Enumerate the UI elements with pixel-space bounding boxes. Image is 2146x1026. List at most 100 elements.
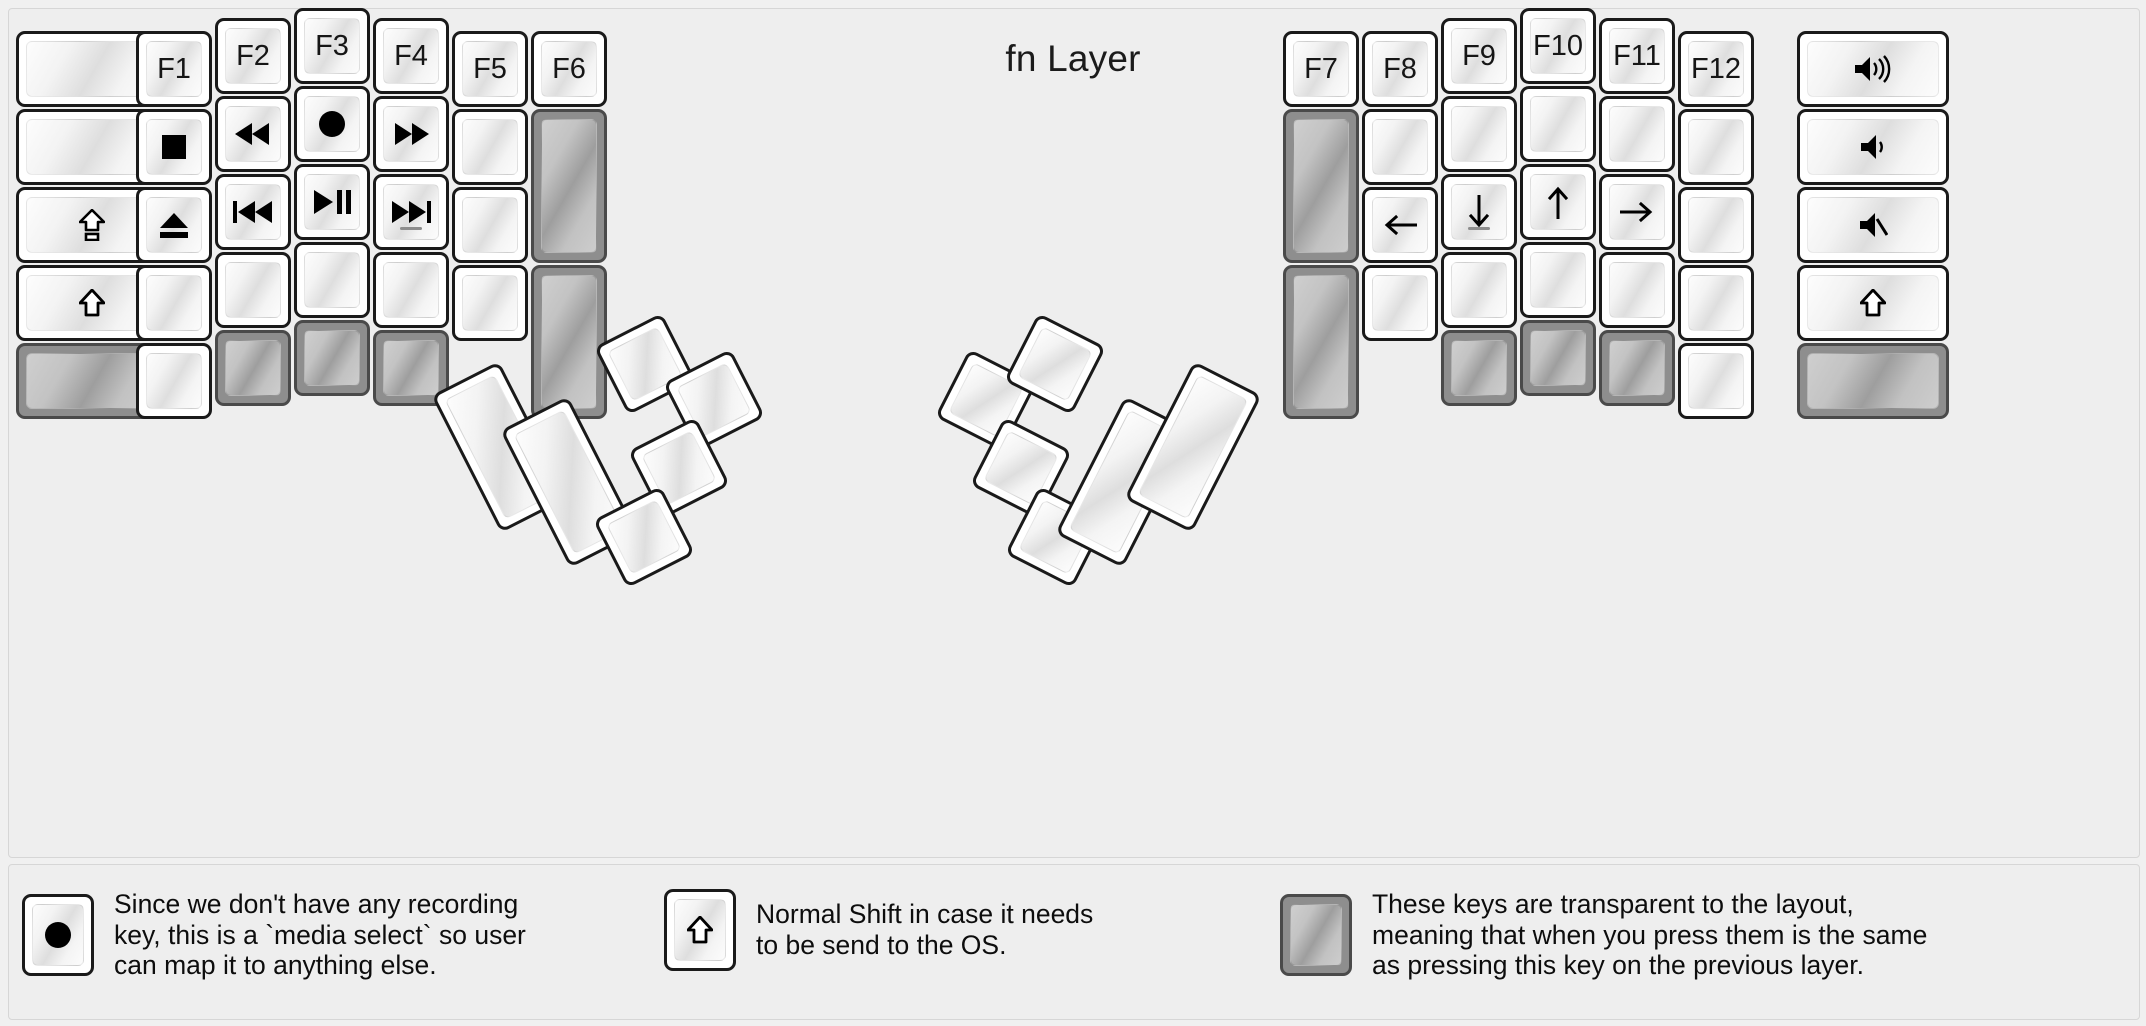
key-right-col-ring-r3[interactable] — [1599, 252, 1675, 328]
key-right-col-pinky-r2[interactable] — [1678, 187, 1754, 263]
volume-mute-icon — [1858, 211, 1888, 239]
keycap-surface — [1372, 275, 1428, 331]
keycap-surface — [146, 119, 202, 175]
keycap-surface — [225, 184, 281, 240]
key-left-col-middle-r4[interactable] — [294, 320, 370, 396]
key-right-col-inner-r1[interactable] — [1283, 109, 1359, 263]
key-left-col-index-inner-r0[interactable]: F5 — [452, 31, 528, 107]
key-left-col-pinky-r1[interactable] — [136, 109, 212, 185]
key-left-col-pinky-r4[interactable] — [136, 343, 212, 419]
key-right-col-middle-r3[interactable] — [1520, 242, 1596, 318]
key-left-col-ring-r4[interactable] — [215, 330, 291, 406]
key-left-col-pinky-r3[interactable] — [136, 265, 212, 341]
keycap-surface: F6 — [541, 41, 597, 97]
key-right-col-pinky-outer-r2[interactable] — [1797, 187, 1949, 263]
keycap-surface — [383, 184, 439, 240]
legend-text-1: Since we don't have any recording key, t… — [114, 889, 526, 981]
keycap-surface — [1807, 119, 1939, 175]
rewind-icon — [235, 122, 271, 146]
key-left-col-index-r1[interactable] — [373, 96, 449, 172]
key-right-col-pinky-r0[interactable]: F12 — [1678, 31, 1754, 107]
key-right-col-index-inner-r3[interactable] — [1362, 265, 1438, 341]
keycap-surface — [1807, 41, 1939, 97]
key-left-col-index-r4[interactable] — [373, 330, 449, 406]
keycap-surface — [1688, 353, 1744, 409]
key-right-col-index-r2[interactable] — [1441, 174, 1517, 250]
keycap-surface — [1609, 340, 1665, 396]
key-right-col-pinky-outer-r3[interactable] — [1797, 265, 1949, 341]
key-right-col-index-inner-r2[interactable] — [1362, 187, 1438, 263]
legend-text-3: These keys are transparent to the layout… — [1372, 889, 1928, 981]
key-left-col-ring-r1[interactable] — [215, 96, 291, 172]
homing-bar — [400, 227, 422, 230]
keycap-surface: F5 — [462, 41, 518, 97]
key-right-col-index-r4[interactable] — [1441, 330, 1517, 406]
key-right-col-ring-r1[interactable] — [1599, 96, 1675, 172]
keycap-surface: F3 — [304, 18, 360, 74]
key-right-col-index-r1[interactable] — [1441, 96, 1517, 172]
volume-up-icon — [1853, 55, 1893, 83]
key-left-col-middle-r3[interactable] — [294, 242, 370, 318]
previous-track-icon — [233, 200, 273, 224]
key-right-col-ring-r0[interactable]: F11 — [1599, 18, 1675, 94]
key-left-col-index-r2[interactable] — [373, 174, 449, 250]
keycap-surface — [1688, 119, 1744, 175]
keycap-surface — [32, 904, 84, 967]
key-left-col-ring-r2[interactable] — [215, 174, 291, 250]
legend-key-2 — [664, 889, 736, 971]
caps-lock-icon — [79, 209, 105, 241]
key-left-col-ring-r0[interactable]: F2 — [215, 18, 291, 94]
key-label: F9 — [1462, 39, 1496, 72]
keycap-surface — [1451, 106, 1507, 162]
keycap-surface: F12 — [1688, 41, 1744, 97]
stop-icon — [161, 134, 187, 160]
keycap-surface: F9 — [1451, 28, 1507, 84]
key-right-col-middle-r1[interactable] — [1520, 86, 1596, 162]
key-label: F1 — [157, 52, 191, 85]
key-label: F5 — [473, 52, 507, 85]
key-left-col-pinky-r2[interactable] — [136, 187, 212, 263]
key-left-col-inner-r2[interactable] — [531, 265, 607, 419]
key-right-col-pinky-outer-r4[interactable] — [1797, 343, 1949, 419]
key-right-col-pinky-r4[interactable] — [1678, 343, 1754, 419]
key-left-col-pinky-r0[interactable]: F1 — [136, 31, 212, 107]
key-left-col-index-r0[interactable]: F4 — [373, 18, 449, 94]
key-right-col-pinky-r3[interactable] — [1678, 265, 1754, 341]
key-right-col-inner-r0[interactable]: F7 — [1283, 31, 1359, 107]
key-right-col-index-inner-r0[interactable]: F8 — [1362, 31, 1438, 107]
key-left-col-inner-r1[interactable] — [531, 109, 607, 263]
keycap-surface — [1372, 197, 1428, 253]
key-left-col-inner-r0[interactable]: F6 — [531, 31, 607, 107]
key-left-col-ring-r3[interactable] — [215, 252, 291, 328]
keycap-surface — [462, 275, 518, 331]
keycap-surface — [674, 899, 726, 961]
key-label: F12 — [1691, 52, 1741, 85]
keycap-surface — [541, 119, 597, 253]
key-right-col-pinky-r1[interactable] — [1678, 109, 1754, 185]
key-right-col-pinky-outer-r0[interactable] — [1797, 31, 1949, 107]
keycap-surface: F8 — [1372, 41, 1428, 97]
key-left-col-index-inner-r1[interactable] — [452, 109, 528, 185]
key-right-col-middle-r0[interactable]: F10 — [1520, 8, 1596, 84]
key-right-col-middle-r2[interactable] — [1520, 164, 1596, 240]
key-right-col-index-inner-r1[interactable] — [1362, 109, 1438, 185]
key-left-col-middle-r2[interactable] — [294, 164, 370, 240]
key-right-col-pinky-outer-r1[interactable] — [1797, 109, 1949, 185]
shift-icon — [79, 289, 105, 317]
key-right-col-index-r0[interactable]: F9 — [1441, 18, 1517, 94]
key-right-col-ring-r2[interactable] — [1599, 174, 1675, 250]
key-right-col-ring-r4[interactable] — [1599, 330, 1675, 406]
key-left-col-middle-r0[interactable]: F3 — [294, 8, 370, 84]
key-right-col-middle-r4[interactable] — [1520, 320, 1596, 396]
legend-panel — [8, 864, 2140, 1020]
keycap-surface — [304, 330, 360, 386]
key-left-col-index-inner-r3[interactable] — [452, 265, 528, 341]
key-left-col-index-r3[interactable] — [373, 252, 449, 328]
key-right-col-inner-r2[interactable] — [1283, 265, 1359, 419]
legend-item-2: Normal Shift in case it needs to be send… — [664, 889, 1093, 971]
keycap-surface — [606, 499, 682, 575]
key-left-col-middle-r1[interactable] — [294, 86, 370, 162]
key-right-col-index-r3[interactable] — [1441, 252, 1517, 328]
keycap-surface — [304, 252, 360, 308]
key-left-col-index-inner-r2[interactable] — [452, 187, 528, 263]
